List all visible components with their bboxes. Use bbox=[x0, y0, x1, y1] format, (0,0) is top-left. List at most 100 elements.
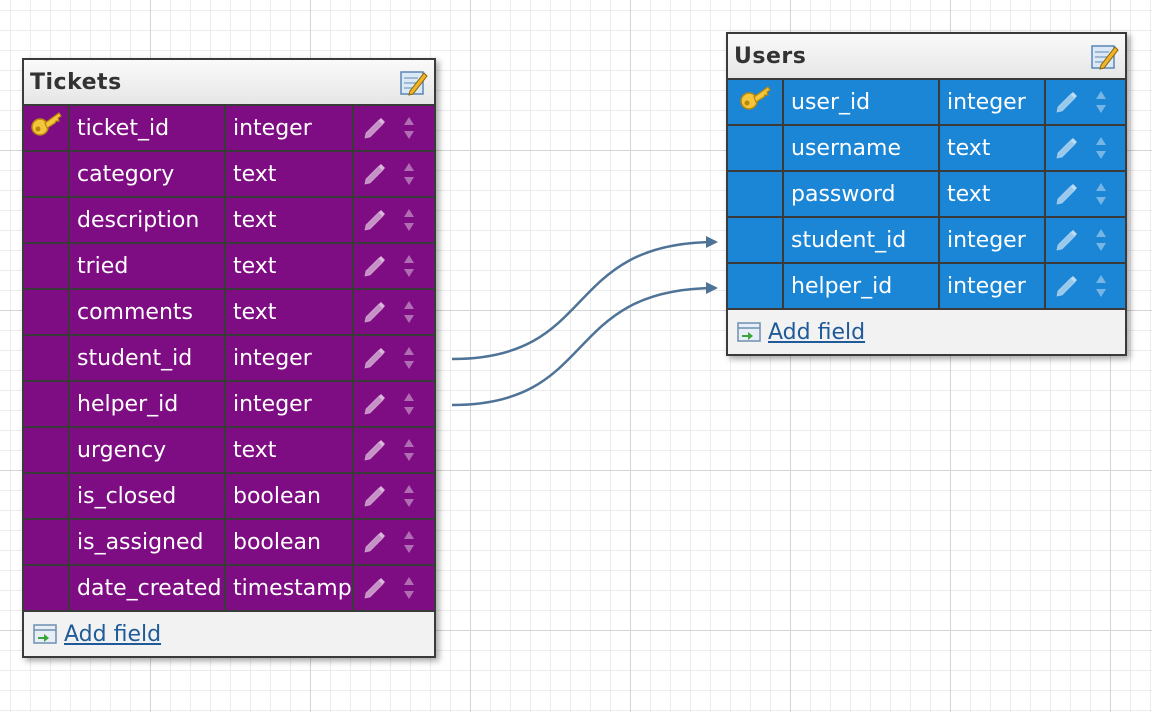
field-type[interactable]: text bbox=[226, 428, 354, 472]
reorder-icon[interactable] bbox=[402, 437, 416, 463]
field-type[interactable]: text bbox=[226, 198, 354, 242]
field-type[interactable]: integer bbox=[226, 382, 354, 426]
field-name[interactable]: tried bbox=[70, 244, 226, 288]
reorder-icon[interactable] bbox=[402, 161, 416, 187]
reorder-icon[interactable] bbox=[402, 207, 416, 233]
field-name[interactable]: student_id bbox=[784, 218, 940, 262]
pencil-icon[interactable] bbox=[362, 391, 388, 417]
edit-table-icon[interactable] bbox=[398, 67, 428, 97]
key-cell bbox=[24, 106, 70, 150]
pencil-icon[interactable] bbox=[362, 345, 388, 371]
field-name[interactable]: category bbox=[70, 152, 226, 196]
field-name[interactable]: student_id bbox=[70, 336, 226, 380]
reorder-icon[interactable] bbox=[1094, 227, 1108, 253]
reorder-icon[interactable] bbox=[402, 345, 416, 371]
pencil-icon[interactable] bbox=[362, 437, 388, 463]
field-name[interactable]: is_assigned bbox=[70, 520, 226, 564]
field-type[interactable]: boolean bbox=[226, 520, 354, 564]
field-name[interactable]: date_created bbox=[70, 566, 226, 610]
field-name[interactable]: password bbox=[784, 172, 940, 216]
pencil-icon[interactable] bbox=[362, 483, 388, 509]
field-type[interactable]: integer bbox=[226, 106, 354, 150]
pencil-icon[interactable] bbox=[1054, 89, 1080, 115]
pencil-icon[interactable] bbox=[1054, 227, 1080, 253]
pencil-icon[interactable] bbox=[362, 115, 388, 141]
field-type[interactable]: text bbox=[226, 290, 354, 334]
field-actions bbox=[1046, 126, 1125, 170]
field-name[interactable]: username bbox=[784, 126, 940, 170]
pencil-icon[interactable] bbox=[1054, 135, 1080, 161]
reorder-icon[interactable] bbox=[1094, 181, 1108, 207]
relation-helper-id-connector[interactable] bbox=[451, 282, 718, 407]
tickets-table-header[interactable]: Tickets bbox=[24, 60, 434, 106]
field-type[interactable]: text bbox=[940, 172, 1046, 216]
field-type[interactable]: integer bbox=[940, 264, 1046, 308]
reorder-icon[interactable] bbox=[402, 253, 416, 279]
reorder-icon[interactable] bbox=[402, 299, 416, 325]
field-type[interactable]: timestamp bbox=[226, 566, 354, 610]
field-name[interactable]: urgency bbox=[70, 428, 226, 472]
users-table-header[interactable]: Users bbox=[728, 34, 1125, 80]
pencil-icon[interactable] bbox=[362, 529, 388, 555]
reorder-icon[interactable] bbox=[1094, 135, 1108, 161]
field-name[interactable]: helper_id bbox=[70, 382, 226, 426]
field-type[interactable]: integer bbox=[226, 336, 354, 380]
pencil-icon[interactable] bbox=[362, 299, 388, 325]
field-name[interactable]: helper_id bbox=[784, 264, 940, 308]
reorder-icon[interactable] bbox=[402, 391, 416, 417]
pencil-icon[interactable] bbox=[362, 161, 388, 187]
add-field-icon[interactable] bbox=[736, 320, 764, 344]
reorder-icon[interactable] bbox=[402, 483, 416, 509]
field-actions bbox=[1046, 172, 1125, 216]
field-name[interactable]: description bbox=[70, 198, 226, 242]
relation-student-id-connector[interactable] bbox=[451, 236, 718, 361]
key-cell bbox=[728, 218, 784, 262]
edit-table-icon[interactable] bbox=[1089, 41, 1119, 71]
pencil-icon[interactable] bbox=[362, 253, 388, 279]
pencil-icon[interactable] bbox=[1054, 181, 1080, 207]
pencil-icon[interactable] bbox=[362, 575, 388, 601]
field-type[interactable]: text bbox=[226, 244, 354, 288]
field-type[interactable]: integer bbox=[940, 80, 1046, 124]
reorder-icon[interactable] bbox=[402, 115, 416, 141]
field-type[interactable]: text bbox=[940, 126, 1046, 170]
field-name[interactable]: ticket_id bbox=[70, 106, 226, 150]
reorder-icon[interactable] bbox=[1094, 89, 1108, 115]
reorder-icon[interactable] bbox=[402, 575, 416, 601]
field-name[interactable]: user_id bbox=[784, 80, 940, 124]
field-type[interactable]: boolean bbox=[226, 474, 354, 518]
add-field-icon[interactable] bbox=[32, 622, 60, 646]
field-name[interactable]: comments bbox=[70, 290, 226, 334]
add-field-link[interactable]: Add field bbox=[768, 319, 866, 345]
table-title: Tickets bbox=[30, 69, 122, 95]
pencil-icon[interactable] bbox=[362, 207, 388, 233]
add-field-link[interactable]: Add field bbox=[64, 621, 162, 647]
field-type[interactable]: text bbox=[226, 152, 354, 196]
reorder-icon[interactable] bbox=[1094, 273, 1108, 299]
field-name[interactable]: is_closed bbox=[70, 474, 226, 518]
pencil-icon[interactable] bbox=[1054, 273, 1080, 299]
field-type[interactable]: integer bbox=[940, 218, 1046, 262]
field-actions bbox=[354, 336, 434, 380]
reorder-icon[interactable] bbox=[402, 529, 416, 555]
